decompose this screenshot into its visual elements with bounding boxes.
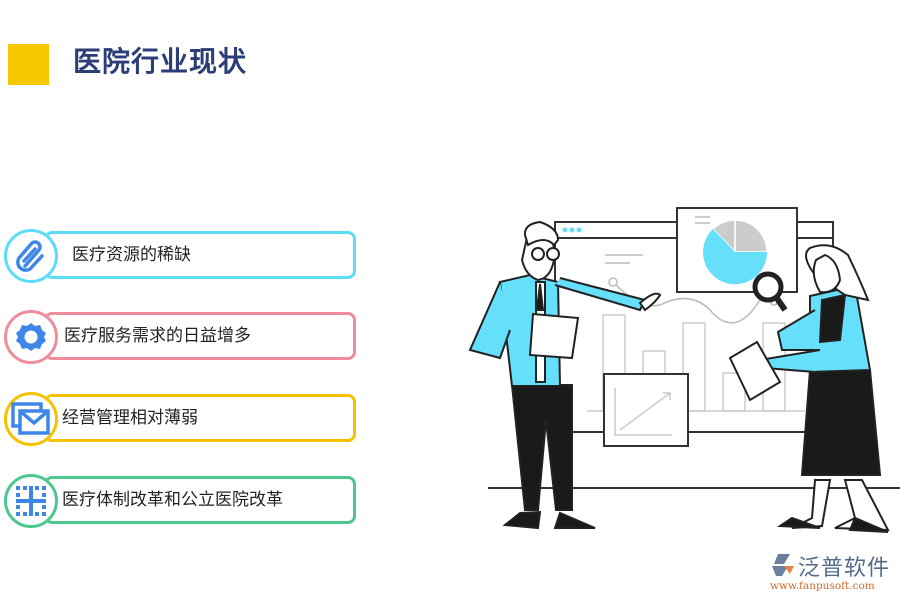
- mail-icon: [11, 402, 50, 435]
- title-accent-block: [8, 44, 49, 85]
- list-item-service-demand: 医疗服务需求的日益增多: [4, 310, 356, 364]
- logo-mark-icon: [772, 554, 794, 576]
- page-title: 医院行业现状: [73, 45, 248, 78]
- item-label: 经营管理相对薄弱: [62, 408, 198, 428]
- fanpu-logo: 泛普软件 www.fanpusoft.com: [768, 550, 898, 595]
- item-icon-circle: [4, 229, 58, 283]
- item-icon-circle: [4, 392, 58, 446]
- item-box: [44, 394, 356, 442]
- item-label: 医疗服务需求的日益增多: [64, 326, 251, 346]
- list-item-resource-scarcity: 医疗资源的稀缺: [4, 229, 356, 283]
- list-item-management-weak: 经营管理相对薄弱: [4, 392, 356, 446]
- grid-cross-icon: [16, 486, 46, 516]
- item-label: 医疗体制改革和公立医院改革: [62, 490, 283, 510]
- logo-name: 泛普软件: [798, 556, 891, 581]
- business-presentation-illustration: [468, 207, 900, 533]
- item-box: [44, 476, 356, 524]
- item-box: [44, 231, 356, 279]
- item-label: 医疗资源的稀缺: [72, 245, 191, 265]
- item-icon-circle: [4, 310, 58, 364]
- logo-url: www.fanpusoft.com: [770, 580, 875, 592]
- item-box: [44, 312, 356, 360]
- paperclip-icon: [16, 240, 44, 272]
- list-item-system-reform: 医疗体制改革和公立医院改革: [4, 474, 356, 528]
- gear-icon: [16, 323, 46, 351]
- item-icon-circle: [4, 474, 58, 528]
